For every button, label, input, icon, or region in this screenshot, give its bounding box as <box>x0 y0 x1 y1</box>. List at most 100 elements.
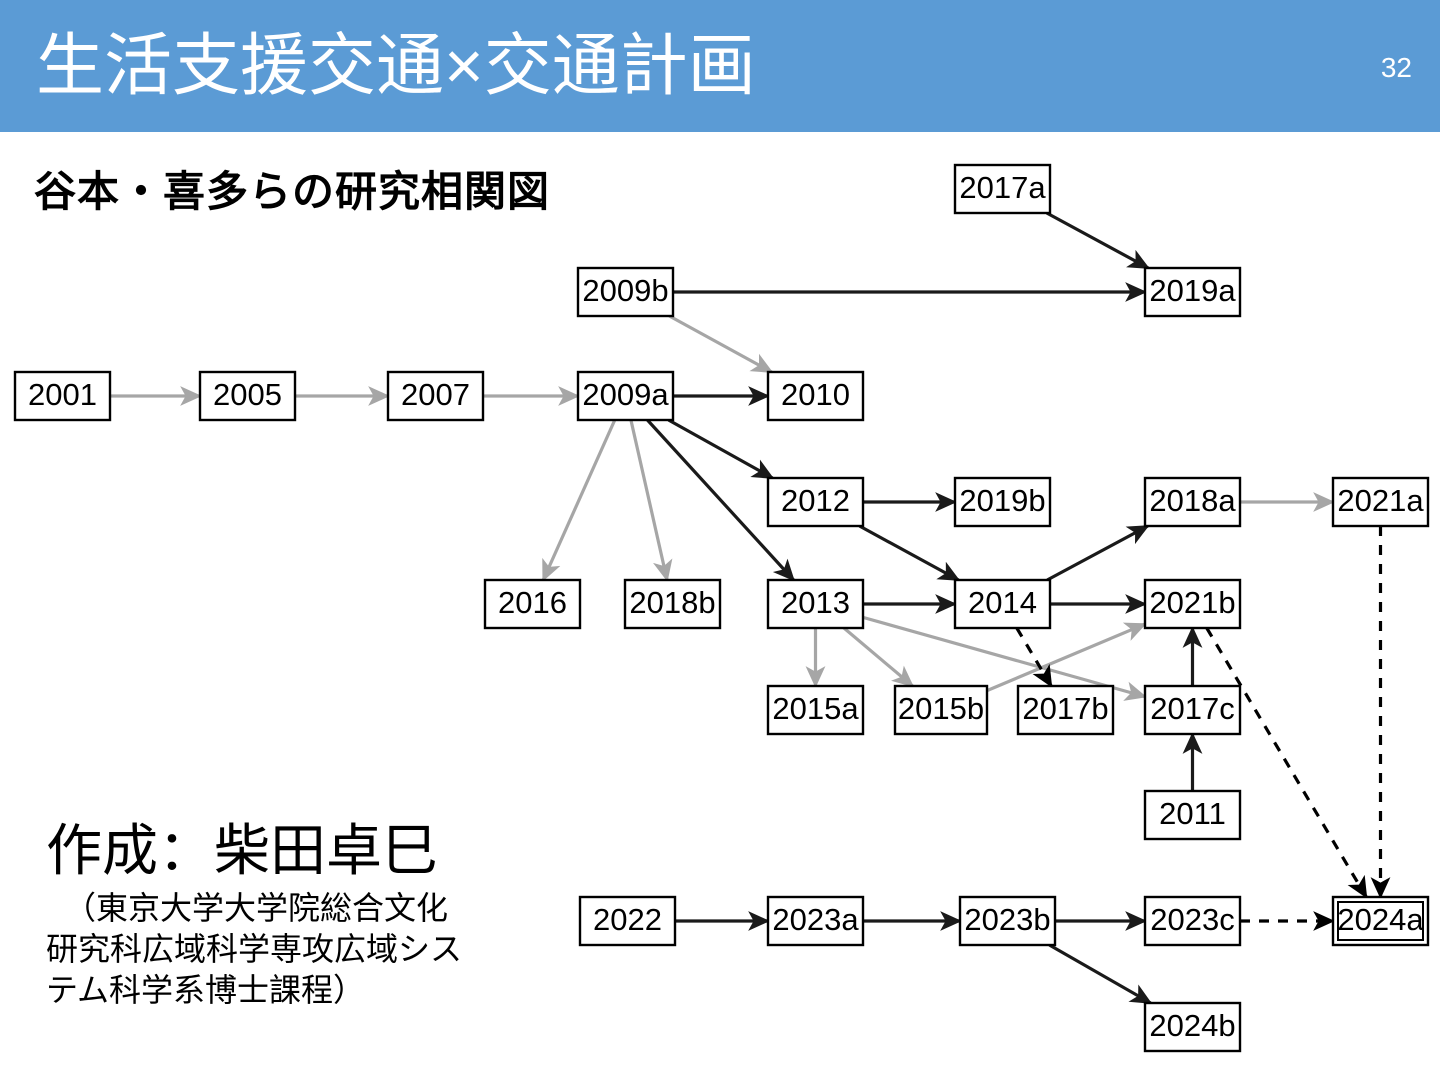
diagram-edge-2009b-to-2010 <box>668 314 774 374</box>
node-label-2019a: 2019a <box>1149 273 1236 308</box>
node-label-2023b: 2023b <box>964 902 1050 937</box>
diagram-node-2024b[interactable]: 2024b <box>1143 1001 1242 1053</box>
node-label-2017a: 2017a <box>959 170 1046 205</box>
node-label-2017b: 2017b <box>1022 691 1108 726</box>
node-label-2023c: 2023c <box>1150 902 1234 937</box>
node-box-2016 <box>483 578 582 630</box>
diagram-node-2014[interactable]: 2014 <box>953 578 1052 630</box>
node-label-2018a: 2018a <box>1149 483 1236 518</box>
node-label-2014: 2014 <box>968 585 1037 620</box>
page-number: 32 <box>1380 52 1412 83</box>
diagram-node-2017a[interactable]: 2017a <box>953 163 1052 215</box>
node-box-2009b <box>576 266 675 318</box>
diagram-node-2023b[interactable]: 2023b <box>958 895 1057 947</box>
node-label-2024b: 2024b <box>1149 1008 1235 1043</box>
diagram-node-2010[interactable]: 2010 <box>766 370 865 422</box>
node-label-2019b: 2019b <box>959 483 1045 518</box>
diagram-node-2015a[interactable]: 2015a <box>766 684 865 736</box>
node-box-2024a <box>1331 895 1430 947</box>
diagram-node-2012[interactable]: 2012 <box>766 476 865 528</box>
diagram-edge-2023b-to-2024b <box>1048 943 1153 1005</box>
node-label-2013: 2013 <box>781 585 850 620</box>
node-box-2017b <box>1016 684 1115 736</box>
node-label-2015b: 2015b <box>898 691 984 726</box>
node-label-2021b: 2021b <box>1149 585 1235 620</box>
diagram-node-2023c[interactable]: 2023c <box>1143 895 1242 947</box>
diagram-node-2024a[interactable]: 2024a <box>1331 895 1430 947</box>
node-label-2016: 2016 <box>498 585 567 620</box>
node-box-2023b <box>958 895 1057 947</box>
node-box-2011 <box>1143 789 1242 841</box>
node-label-2012: 2012 <box>781 483 850 518</box>
node-box-2023a <box>766 895 865 947</box>
diagram-node-2021a[interactable]: 2021a <box>1331 476 1430 528</box>
diagram-node-2016[interactable]: 2016 <box>483 578 582 630</box>
node-box-2021b <box>1143 578 1242 630</box>
diagram-node-2011[interactable]: 2011 <box>1143 789 1242 841</box>
diagram-edge-2021b-to-2024a <box>1205 627 1368 899</box>
diagram-edge-2015b-to-2021b <box>986 622 1147 693</box>
node-box-inner-2024a <box>1337 901 1424 941</box>
header-banner: 生活支援交通×交通計画 32 <box>0 0 1440 132</box>
diagram-edge-2012-to-2014 <box>858 524 961 582</box>
node-box-2015a <box>766 684 865 736</box>
node-label-2017c: 2017c <box>1150 691 1234 726</box>
node-box-2017a <box>953 163 1052 215</box>
diagram-node-2019a[interactable]: 2019a <box>1143 266 1242 318</box>
diagram-node-2015b[interactable]: 2015b <box>893 684 989 736</box>
node-label-2010: 2010 <box>781 377 850 412</box>
diagram-node-2018b[interactable]: 2018b <box>623 578 722 630</box>
node-box-2021a <box>1331 476 1430 528</box>
node-label-2023a: 2023a <box>772 902 859 937</box>
diagram-edge-2013-to-2017c <box>862 615 1147 701</box>
diagram-node-layer: 2001 2005 2007 2009a 2009b 2010 2017a 2019a 2012… <box>13 163 1430 1053</box>
node-box-2017c <box>1143 684 1242 736</box>
diagram-node-2017c[interactable]: 2017c <box>1143 684 1242 736</box>
diagram-edge-2009a-to-2016 <box>541 419 617 582</box>
credit-block: 作成：柴田卓巳 （東京大学大学院総合文化研究科広域科学専攻広域システム科学系博士… <box>46 818 526 1011</box>
diagram-node-2023a[interactable]: 2023a <box>766 895 865 947</box>
diagram-node-2005[interactable]: 2005 <box>198 370 297 422</box>
node-box-2010 <box>766 370 865 422</box>
diagram-node-2022[interactable]: 2022 <box>578 895 677 947</box>
node-label-2021a: 2021a <box>1337 483 1424 518</box>
credit-author: 作成：柴田卓巳 <box>46 819 438 882</box>
diagram-edge-2013-to-2015b <box>842 626 915 688</box>
diagram-node-2017b[interactable]: 2017b <box>1016 684 1115 736</box>
node-label-2005: 2005 <box>213 377 282 412</box>
diagram-node-2013[interactable]: 2013 <box>766 578 865 630</box>
diagram-edge-2017a-to-2019a <box>1046 211 1150 270</box>
node-box-2012 <box>766 476 865 528</box>
diagram-node-2019b[interactable]: 2019b <box>953 476 1052 528</box>
node-box-2005 <box>198 370 297 422</box>
node-box-2018a <box>1143 476 1242 528</box>
diagram-node-2021b[interactable]: 2021b <box>1143 578 1242 630</box>
node-box-2014 <box>953 578 1052 630</box>
node-label-2001: 2001 <box>28 377 97 412</box>
node-box-2022 <box>578 895 677 947</box>
node-box-2013 <box>766 578 865 630</box>
node-box-2001 <box>13 370 112 422</box>
node-label-2009a: 2009a <box>582 377 669 412</box>
node-label-2007: 2007 <box>401 377 470 412</box>
diagram-node-2009b[interactable]: 2009b <box>576 266 675 318</box>
diagram-edge-2009a-to-2018b <box>629 419 673 582</box>
node-label-2009b: 2009b <box>582 273 668 308</box>
node-label-2015a: 2015a <box>772 691 859 726</box>
node-label-2022: 2022 <box>593 902 662 937</box>
credit-affiliation: （東京大学大学院総合文化研究科広域科学専攻広域システム科学系博士課程） <box>46 890 463 1008</box>
node-box-2009a <box>576 370 675 422</box>
diagram-node-2009a[interactable]: 2009a <box>576 370 675 422</box>
diagram-edge-2009a-to-2013 <box>646 418 795 582</box>
diagram-node-2007[interactable]: 2007 <box>386 370 485 422</box>
section-heading: 谷本・喜多らの研究相関図 <box>34 168 551 215</box>
node-box-2015b <box>893 684 989 736</box>
diagram-edge-2014-to-2018a <box>1046 524 1150 582</box>
diagram-node-2001[interactable]: 2001 <box>13 370 112 422</box>
node-box-2007 <box>386 370 485 422</box>
diagram-node-2018a[interactable]: 2018a <box>1143 476 1242 528</box>
node-box-2019b <box>953 476 1052 528</box>
node-label-2024a: 2024a <box>1337 902 1424 937</box>
